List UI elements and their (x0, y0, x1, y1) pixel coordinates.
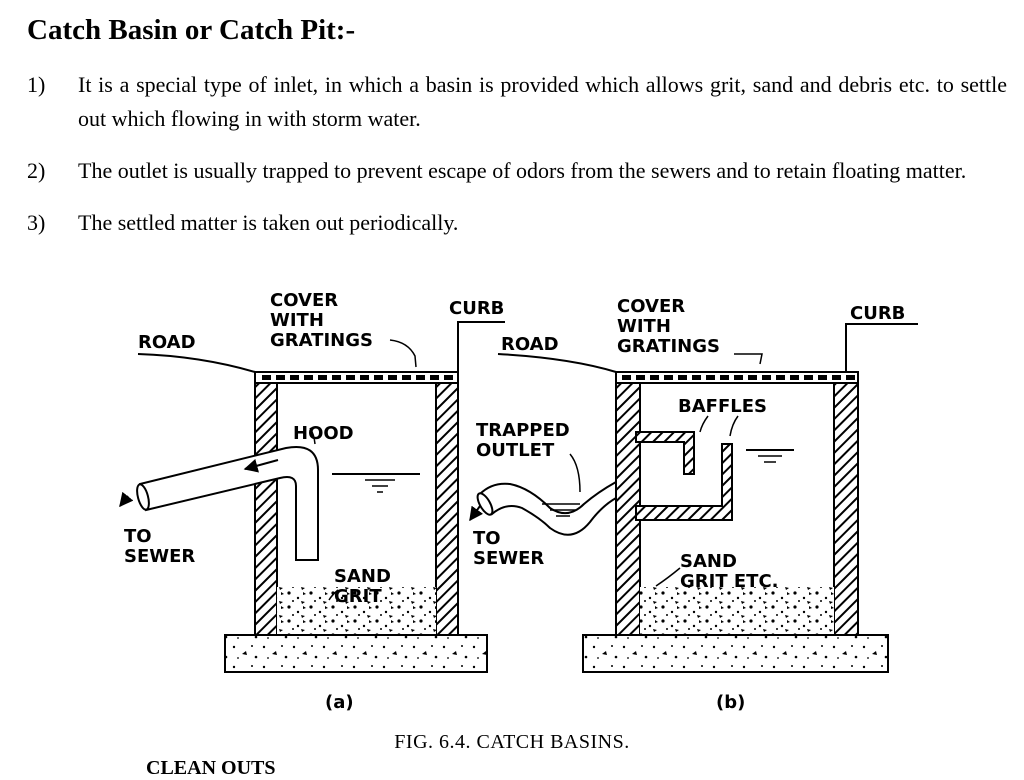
basin-a-left-wall (254, 375, 278, 639)
label-sand: SAND (334, 566, 391, 587)
label-gratings: GRATINGS (617, 336, 720, 357)
item-number: 2) (27, 158, 46, 183)
figure-caption: FIG. 6.4. CATCH BASINS. (394, 731, 630, 753)
point-list: 1) It is a special type of inlet, in whi… (27, 68, 1007, 258)
label-curb: CURB (850, 303, 905, 324)
sublabel-b: (b) (716, 692, 745, 713)
page-title: Catch Basin or Catch Pit:- (27, 14, 356, 46)
baffle-top (635, 431, 695, 475)
catch-basin-figure: COVER WITH GRATINGS CURB ROAD HOOD TO SE… (119, 290, 918, 713)
list-item: 2) The outlet is usually trapped to prev… (27, 154, 1007, 188)
label-sewer: SEWER (124, 546, 195, 567)
label-with: WITH (617, 316, 671, 337)
list-item: 1) It is a special type of inlet, in whi… (27, 68, 1007, 136)
label-cover: COVER (617, 296, 685, 317)
basin-a-grating (254, 371, 459, 384)
label-curb: CURB (449, 298, 504, 319)
label-road: ROAD (501, 334, 559, 355)
label-grit: GRIT (334, 586, 382, 607)
list-item: 3) The settled matter is taken out perio… (27, 206, 1007, 240)
baffle-bottom (635, 443, 733, 521)
label-grit: GRIT ETC. (680, 571, 779, 592)
label-road: ROAD (138, 332, 196, 353)
item-text: It is a special type of inlet, in which … (78, 72, 1007, 131)
basin-b-base (582, 634, 889, 673)
basin-b-trapped-outlet (478, 480, 617, 536)
basin-a-hood-pipe (138, 446, 319, 561)
label-hood: HOOD (293, 423, 354, 444)
label-to: TO (473, 528, 501, 549)
basin-b: COVER WITH GRATINGS CURB ROAD BAFFLES TR… (469, 296, 918, 713)
basin-a-sand (277, 587, 436, 634)
item-text: The settled matter is taken out periodic… (78, 210, 459, 235)
basin-a-right-wall (435, 375, 459, 639)
label-trapped: TRAPPED (476, 420, 570, 441)
label-sand: SAND (680, 551, 737, 572)
basin-b-sand (640, 587, 834, 634)
sublabel-a: (a) (325, 692, 354, 713)
label-gratings: GRATINGS (270, 330, 373, 351)
basin-a-base (224, 634, 488, 673)
item-number: 3) (27, 210, 46, 235)
item-text: The outlet is usually trapped to prevent… (78, 158, 967, 183)
label-cover: COVER (270, 290, 338, 311)
basin-b-right-wall (833, 375, 859, 639)
label-with: WITH (270, 310, 324, 331)
item-number: 1) (27, 72, 46, 97)
label-outlet: OUTLET (476, 440, 555, 461)
label-to: TO (124, 526, 152, 547)
label-baffles: BAFFLES (678, 396, 767, 417)
basin-a: COVER WITH GRATINGS CURB ROAD HOOD TO SE… (119, 290, 505, 713)
next-heading-partial: CLEAN OUTS (146, 757, 276, 779)
label-sewer: SEWER (473, 548, 544, 569)
